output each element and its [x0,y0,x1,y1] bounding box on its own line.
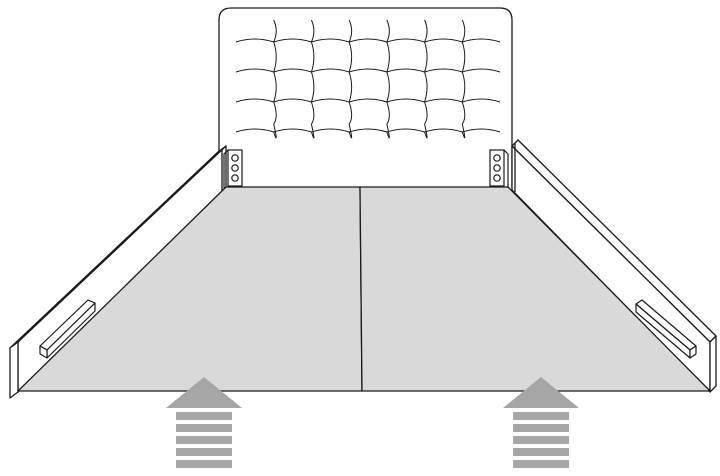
arrow-stripe [176,436,232,444]
tufting-seam-horizontal [235,98,501,103]
tufting-seam-vertical [273,123,277,139]
bracket-left [223,149,243,188]
tufting-seam-vertical [461,19,466,43]
tufting-seam-vertical [461,123,466,139]
slot-left [39,299,96,359]
tufting-seam-vertical [273,41,277,73]
side-rail-right-end [709,335,717,393]
arrow-stripe [513,412,569,420]
tufting-seam-vertical [348,71,353,103]
arrow-head [503,377,579,408]
tufting-seam-vertical [386,101,390,125]
insert-arrow-right [503,377,579,468]
slot-right [635,299,697,359]
tufting-seam-vertical [310,41,315,73]
arrow-stripe [513,448,569,456]
arrow-stripe [176,448,232,456]
tufting-seam-vertical [273,71,277,103]
tufting-seam-vertical [424,41,428,73]
tufting-seam-vertical [310,101,315,125]
tufting-seam-vertical [310,19,315,43]
tufting-seam-vertical [273,101,277,125]
insert-arrow-left [166,377,242,468]
arrow-stripe [513,436,569,444]
tufting-seam-vertical [348,41,353,73]
tufting-seam-vertical [424,123,428,139]
tufting-seam-vertical [348,101,353,125]
tufting-seam-vertical [310,123,315,139]
tufting-seam-horizontal [235,128,501,133]
arrow-stripe [513,460,569,468]
arrow-head [166,377,242,408]
tufting-seam-vertical [310,71,315,103]
tufting-seam-vertical [461,101,466,125]
headboard-tufting [235,19,501,139]
tufting-seam-vertical [273,19,277,43]
headboard-outline [218,7,513,188]
tufting-seam-vertical [386,19,390,43]
base-panel-right [359,186,711,392]
arrow-stripe [176,412,232,420]
tufting-seam-horizontal [235,68,501,73]
base-panels [17,186,711,392]
tufting-seam-vertical [424,101,428,125]
tufting-seam-vertical [461,41,466,73]
tufting-seam-vertical [424,19,428,43]
tufting-seam-horizontal [235,38,501,43]
tufting-seam-vertical [386,71,390,103]
tufting-seam-vertical [386,123,390,139]
tufting-seam-vertical [386,41,390,73]
tufting-seam-vertical [461,71,466,103]
tufting-seam-vertical [348,19,353,43]
arrow-stripe [176,460,232,468]
side-rail-left-end [9,341,19,399]
arrow-stripe [513,424,569,432]
tufting-seam-vertical [348,123,353,139]
headboard [218,7,513,188]
bracket-right [489,149,509,188]
tufting-seam-vertical [424,71,428,103]
arrow-stripe [176,424,232,432]
